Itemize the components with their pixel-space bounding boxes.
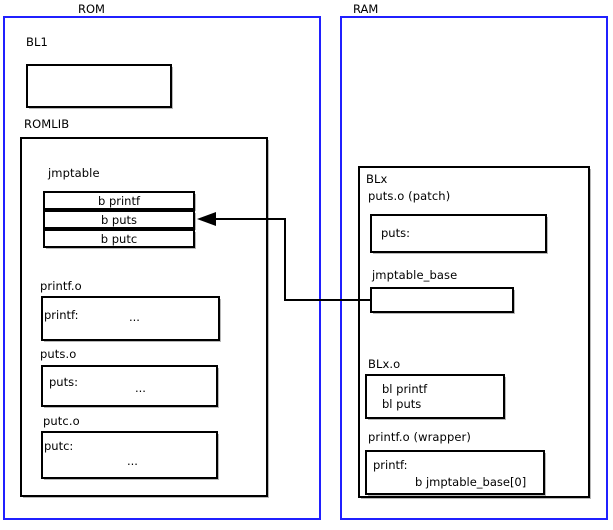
jmptable-base-label: jmptable_base [372, 268, 458, 282]
blx-wrapper-label: printf.o (wrapper) [368, 430, 471, 444]
jmptable-label: jmptable [48, 166, 100, 180]
romlib-puts-body: ... [135, 381, 146, 395]
blx-wrapper-box: printf: b jmptable_base[0] [365, 450, 545, 495]
jmptable-entry-1: b puts [43, 210, 195, 229]
jmptable-entry-0: b printf [43, 191, 195, 210]
romlib-putc-o-box: putc: ... [41, 431, 218, 479]
jmptable-box: b printf b puts b putc [43, 191, 195, 248]
blx-o-label: BLx.o [368, 357, 401, 371]
romlib-printf-body: ... [129, 310, 140, 324]
bl1-box [26, 64, 172, 108]
jmptable-base-box [370, 287, 514, 313]
romlib-printf-o-label: printf.o [40, 279, 82, 293]
rom-region-title: ROM [78, 2, 105, 16]
romlib-putc-body: ... [127, 454, 138, 468]
blx-wrapper-instruction: b jmptable_base[0] [415, 475, 527, 489]
blx-patch-label: puts.o (patch) [368, 189, 451, 203]
ram-region-title: RAM [353, 2, 379, 16]
blx-patch-box: puts: [370, 214, 547, 253]
blx-wrapper-symbol: printf: [373, 458, 408, 472]
romlib-label: ROMLIB [24, 117, 70, 131]
romlib-puts-symbol: puts: [49, 375, 78, 389]
bl1-label: BL1 [26, 35, 48, 49]
blx-o-line-1: bl printf [382, 382, 428, 396]
blx-patch-symbol: puts: [381, 226, 410, 240]
romlib-putc-symbol: putc: [44, 439, 74, 453]
blx-o-box: bl printf bl puts [365, 374, 505, 419]
jmptable-entry-2: b putc [43, 229, 195, 248]
blx-o-line-2: bl puts [382, 397, 422, 411]
romlib-printf-symbol: printf: [44, 308, 79, 322]
romlib-putc-o-label: putc.o [43, 414, 80, 428]
blx-label: BLx [366, 172, 388, 186]
romlib-puts-o-label: puts.o [40, 347, 77, 361]
romlib-puts-o-box: puts: ... [41, 365, 218, 407]
romlib-printf-o-box: printf: ... [41, 296, 220, 341]
